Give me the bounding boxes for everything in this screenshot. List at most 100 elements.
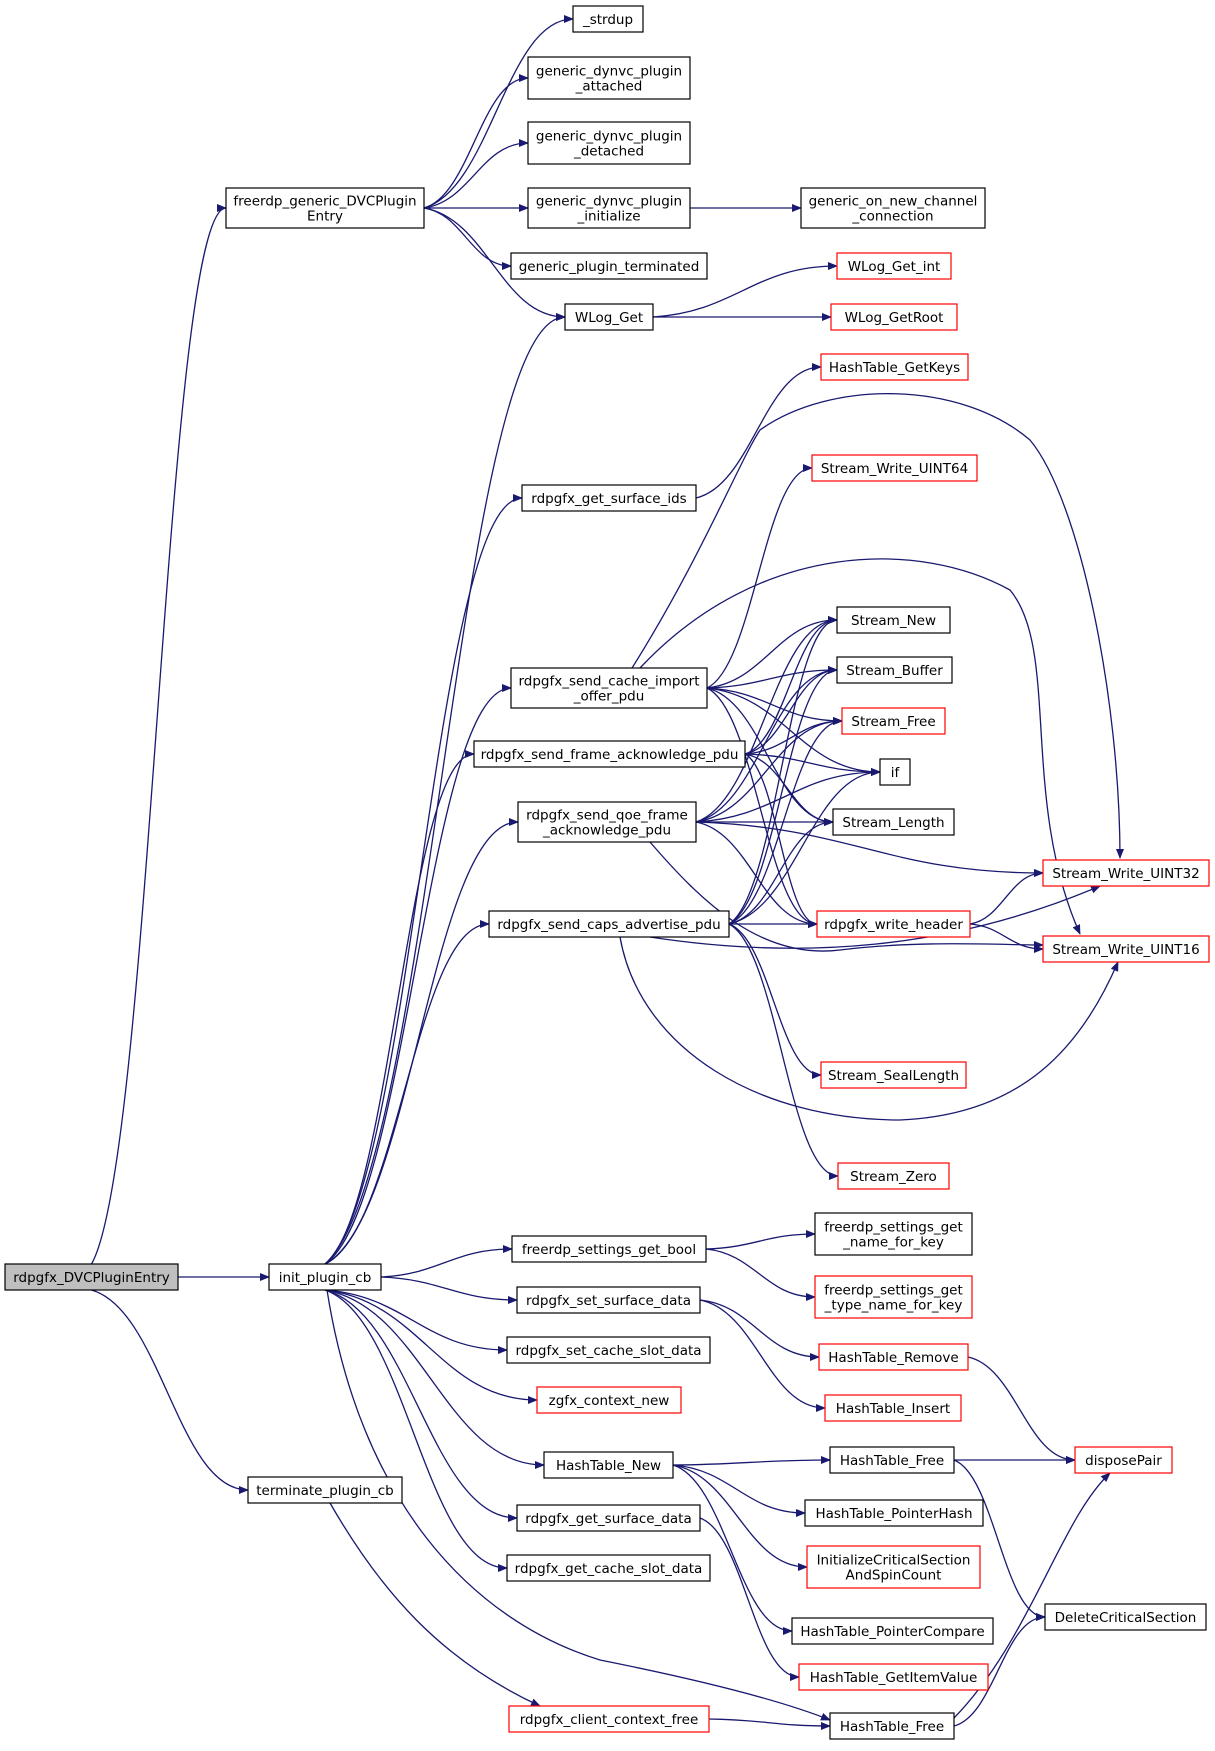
node-dcs[interactable]: DeleteCriticalSection: [1044, 1603, 1207, 1631]
node-box[interactable]: [511, 1235, 707, 1263]
node-rwh[interactable]: rdpgfx_write_header: [816, 910, 971, 938]
node-rccf[interactable]: rdpgfx_client_context_free: [508, 1705, 710, 1733]
node-box[interactable]: [829, 1446, 955, 1474]
node-htgk[interactable]: HashTable_GetKeys: [820, 353, 969, 381]
node-box[interactable]: [798, 1663, 989, 1691]
node-htins[interactable]: HashTable_Insert: [824, 1394, 962, 1422]
node-box[interactable]: [527, 121, 691, 165]
node-box[interactable]: [816, 910, 971, 938]
node-box[interactable]: [1042, 859, 1210, 887]
node-fsgt[interactable]: freerdp_settings_get_type_name_for_key: [814, 1275, 973, 1319]
node-scio[interactable]: rdpgfx_send_cache_import_offer_pdu: [510, 667, 708, 709]
node-htph[interactable]: HashTable_PointerHash: [804, 1499, 984, 1527]
node-box[interactable]: [564, 303, 654, 331]
node-sca[interactable]: rdpgfx_send_caps_advertise_pdu: [488, 910, 730, 938]
node-box[interactable]: [836, 656, 953, 684]
node-box[interactable]: [572, 5, 644, 33]
node-box[interactable]: [527, 187, 691, 229]
node-box[interactable]: [527, 56, 691, 100]
node-box[interactable]: [517, 801, 697, 843]
node-gdpi[interactable]: generic_dynvc_plugin_initialize: [527, 187, 691, 229]
node-box[interactable]: [832, 808, 955, 836]
node-scsd[interactable]: rdpgfx_set_cache_slot_data: [506, 1336, 711, 1364]
node-box[interactable]: [1074, 1446, 1173, 1474]
node-htpc[interactable]: HashTable_PointerCompare: [791, 1617, 994, 1645]
node-dpair[interactable]: disposePair: [1074, 1446, 1173, 1474]
node-root[interactable]: rdpgfx_DVCPluginEntry: [4, 1263, 179, 1291]
node-wlgi[interactable]: WLog_Get_int: [836, 252, 952, 280]
node-swu32[interactable]: Stream_Write_UINT32: [1042, 859, 1210, 887]
node-box[interactable]: [837, 1162, 950, 1190]
node-box[interactable]: [536, 1386, 682, 1414]
node-htrem[interactable]: HashTable_Remove: [818, 1343, 969, 1371]
node-zcn[interactable]: zgfx_context_new: [536, 1386, 682, 1414]
node-box[interactable]: [473, 740, 746, 768]
node-gsd[interactable]: rdpgfx_get_surface_data: [516, 1504, 701, 1532]
node-box[interactable]: [830, 303, 958, 331]
node-term[interactable]: terminate_plugin_cb: [247, 1476, 403, 1504]
node-snew[interactable]: Stream_New: [836, 606, 951, 634]
node-box[interactable]: [4, 1263, 179, 1291]
node-box[interactable]: [836, 252, 952, 280]
node-box[interactable]: [516, 1504, 701, 1532]
node-sbuf[interactable]: Stream_Buffer: [836, 656, 953, 684]
node-swu16[interactable]: Stream_Write_UINT16: [1042, 935, 1210, 963]
node-ssd[interactable]: rdpgfx_set_surface_data: [516, 1286, 701, 1314]
node-szero[interactable]: Stream_Zero: [837, 1162, 950, 1190]
node-box[interactable]: [543, 1451, 674, 1479]
node-box[interactable]: [268, 1263, 382, 1291]
node-box[interactable]: [841, 707, 946, 735]
node-box[interactable]: [824, 1394, 962, 1422]
node-if[interactable]: if: [879, 758, 911, 786]
node-box[interactable]: [516, 1286, 701, 1314]
node-box[interactable]: [1044, 1603, 1207, 1631]
node-slen[interactable]: Stream_Length: [832, 808, 955, 836]
node-gsi[interactable]: rdpgfx_get_surface_ids: [521, 484, 697, 512]
node-box[interactable]: [811, 454, 978, 482]
node-box[interactable]: [879, 758, 911, 786]
node-swu64[interactable]: Stream_Write_UINT64: [811, 454, 978, 482]
node-box[interactable]: [1042, 935, 1210, 963]
node-box[interactable]: [836, 606, 951, 634]
node-box[interactable]: [820, 353, 969, 381]
node-sqfa[interactable]: rdpgfx_send_qoe_frame_acknowledge_pdu: [517, 801, 697, 843]
node-sfa[interactable]: rdpgfx_send_frame_acknowledge_pdu: [473, 740, 746, 768]
node-box[interactable]: [521, 484, 697, 512]
node-strdup[interactable]: _strdup: [572, 5, 644, 33]
node-sfree[interactable]: Stream_Free: [841, 707, 946, 735]
node-box[interactable]: [510, 252, 708, 280]
node-gpt[interactable]: generic_plugin_terminated: [510, 252, 708, 280]
node-gcsd[interactable]: rdpgfx_get_cache_slot_data: [506, 1554, 711, 1582]
node-gdpd[interactable]: generic_dynvc_plugin_detached: [527, 121, 691, 165]
node-gdpa[interactable]: generic_dynvc_plugin_attached: [527, 56, 691, 100]
node-box[interactable]: [247, 1476, 403, 1504]
node-box[interactable]: [806, 1545, 981, 1589]
node-box[interactable]: [814, 1275, 973, 1319]
node-box[interactable]: [820, 1061, 967, 1089]
node-fgdpe[interactable]: freerdp_generic_DVCPluginEntry: [225, 187, 425, 229]
node-box[interactable]: [488, 910, 730, 938]
node-box[interactable]: [510, 667, 708, 709]
node-box[interactable]: [508, 1705, 710, 1733]
node-htfree2[interactable]: HashTable_Free: [829, 1712, 955, 1740]
node-fsgb[interactable]: freerdp_settings_get_bool: [511, 1235, 707, 1263]
node-wlg[interactable]: WLog_Get: [564, 303, 654, 331]
node-htgiv[interactable]: HashTable_GetItemValue: [798, 1663, 989, 1691]
node-htnew[interactable]: HashTable_New: [543, 1451, 674, 1479]
node-box[interactable]: [506, 1554, 711, 1582]
node-box[interactable]: [804, 1499, 984, 1527]
node-box[interactable]: [791, 1617, 994, 1645]
node-wlgr[interactable]: WLog_GetRoot: [830, 303, 958, 331]
node-ssl[interactable]: Stream_SealLength: [820, 1061, 967, 1089]
node-gonc[interactable]: generic_on_new_channel_connection: [800, 187, 986, 229]
node-init[interactable]: init_plugin_cb: [268, 1263, 382, 1291]
node-box[interactable]: [829, 1712, 955, 1740]
node-box[interactable]: [818, 1343, 969, 1371]
node-box[interactable]: [814, 1212, 973, 1256]
node-box[interactable]: [225, 187, 425, 229]
node-htfree1[interactable]: HashTable_Free: [829, 1446, 955, 1474]
node-box[interactable]: [506, 1336, 711, 1364]
node-box[interactable]: [800, 187, 986, 229]
node-fsgn[interactable]: freerdp_settings_get_name_for_key: [814, 1212, 973, 1256]
